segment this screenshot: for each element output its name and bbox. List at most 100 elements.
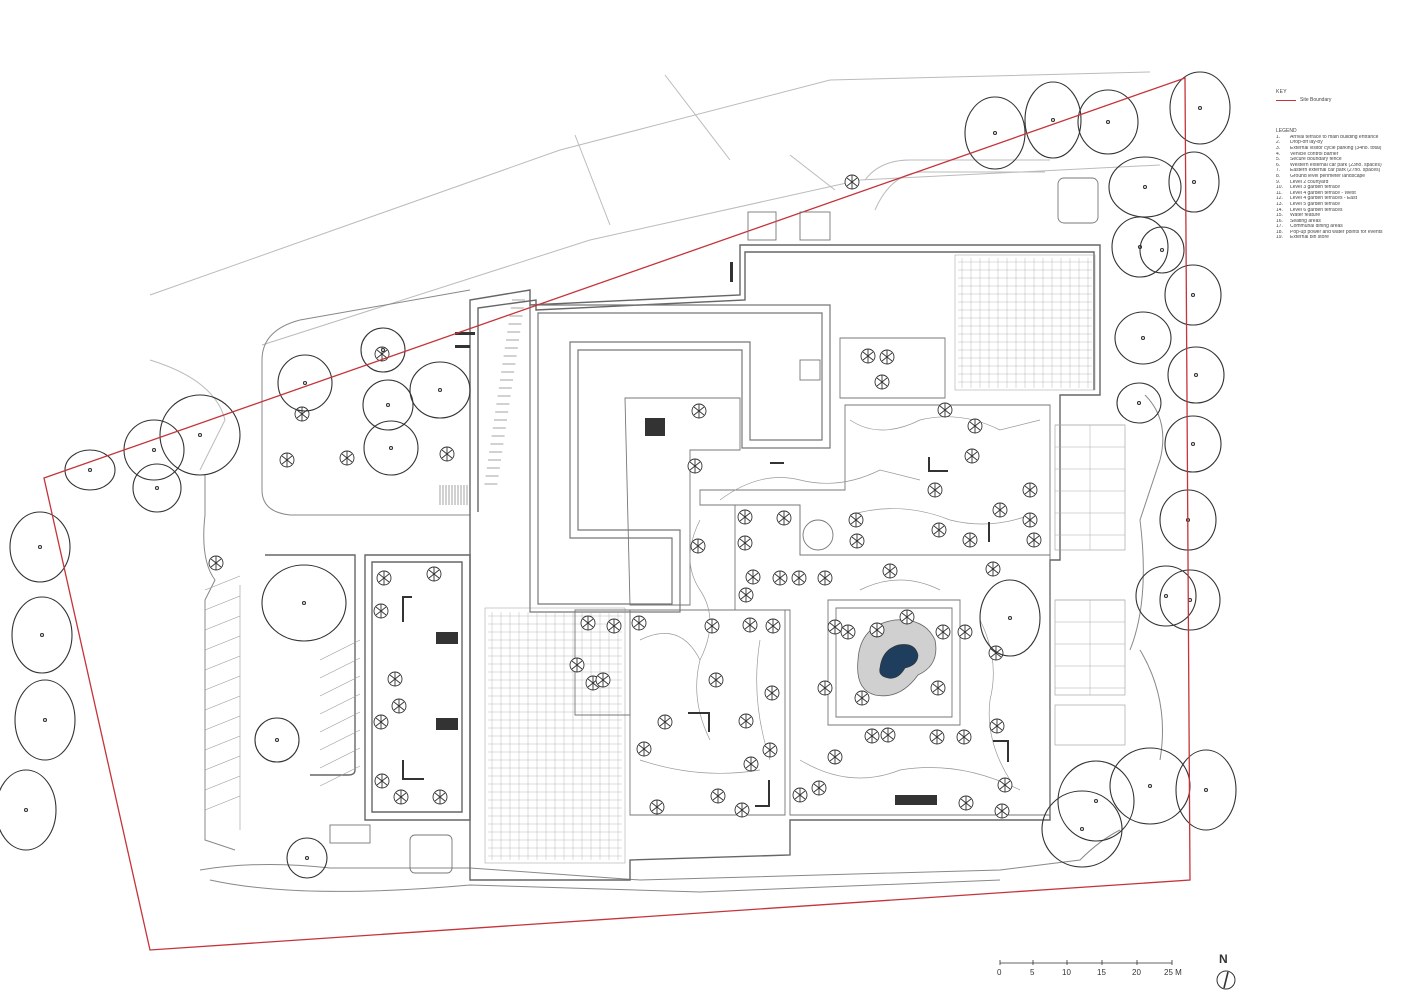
stairs [439,299,525,505]
trunk-dot [1136,400,1142,406]
canopy-outline [1024,81,1082,159]
legend-list: 1.Arrival terrace to main building entra… [1276,135,1411,241]
tree-icon [734,802,750,818]
trunk-dot [304,855,310,861]
tree-icon [373,714,389,730]
north-label: N [1219,952,1228,966]
legend-item-number: 16. [1276,218,1283,224]
context-roads [149,71,1161,471]
large-tree-icon [979,579,1041,657]
canopy-outline [277,354,333,412]
large-tree-icon [1159,569,1221,631]
trunk-dot [380,347,386,353]
tree-icon [1022,512,1038,528]
legend-item: 9.Level 2 courtyard [1276,180,1411,186]
tree-icon [636,741,652,757]
tree-icon [708,672,724,688]
trunk-dot [37,544,43,550]
bay-line [204,615,241,631]
tree-icon [294,406,310,422]
trunk-dot [1203,787,1209,793]
tree-icon [957,624,973,640]
legend-item-number: 3. [1276,145,1281,151]
legend-item-label: Water feature [1290,213,1321,219]
legend-item-label: Ground level perimeter landscape [1290,173,1366,179]
canopy-outline [1164,264,1222,326]
large-tree-icon [123,419,185,481]
legend-item-number: 5. [1276,157,1281,163]
tree-icon [374,773,390,789]
canopy-outline [1175,749,1237,831]
trunk-dot [388,445,394,451]
bay-line [204,795,241,811]
trunk-dot [301,600,307,606]
canopy-outline [14,679,76,761]
legend-item-number: 11. [1276,190,1283,196]
trunk-dot [197,432,203,438]
canopy-outline [1114,311,1172,365]
trunk-dot [1190,292,1196,298]
large-tree-icon [362,379,414,431]
trunk-dot [1093,798,1099,804]
tree-icon [880,727,896,743]
trunk-dot [1050,117,1056,123]
key-title: KEY [1276,89,1287,95]
tree-icon [772,570,788,586]
water-feature [857,619,937,697]
tree-icon [811,780,827,796]
bay-line [319,675,361,697]
tree-icon [840,624,856,640]
site-boundary-swatch [1276,99,1296,101]
trunk-dot [1159,247,1165,253]
large-tree-icon [1169,71,1231,145]
canopy-outline [363,420,419,476]
tree-icon [989,718,1005,734]
tree-icon [962,532,978,548]
legend-item: 18.Pop-up power and water points for eve… [1276,230,1411,236]
trunk-dot [1191,179,1197,185]
canopy-outline [964,96,1026,170]
trunk-dot [1079,826,1085,832]
large-tree-icon [261,564,347,642]
large-tree-icon [1114,311,1172,365]
tree-icon [569,657,585,673]
large-tree-icon [1167,346,1225,404]
tree-icon [874,374,890,390]
canopy-outline [254,717,300,763]
bay-line [319,657,361,679]
large-tree-icon [1168,151,1220,213]
large-tree-icon [1116,382,1162,424]
bay-line [204,715,241,731]
tree-icon [864,728,880,744]
legend-item: 2.Drop-off lay-by [1276,140,1411,146]
tree-icon [631,615,647,631]
legend-item-label: External bin store [1290,235,1329,241]
tree-icon [710,788,726,804]
scale-label: 25 M [1164,968,1182,977]
tree-icon [882,563,898,579]
tree-icon [687,458,703,474]
canopy-outline [1041,790,1123,868]
tree-icon [649,799,665,815]
tree-icon [956,729,972,745]
bay-line [204,735,241,751]
legend-item-label: Seating areas [1290,218,1321,224]
tree-icon [985,561,1001,577]
trunk-dot [1142,184,1148,190]
canopy-outline [286,837,328,879]
trunk-dot [1163,593,1169,599]
tree-icon [817,570,833,586]
tree-icon [899,609,915,625]
legend-item: 15.Water feature [1276,213,1411,219]
tree-icon [391,698,407,714]
trunk-dot [87,467,93,473]
legend-item: 4.Vehicle control barrier [1276,152,1411,158]
garden-terraces [574,337,1051,816]
tree-icon [745,569,761,585]
terrace-paths [639,416,1041,791]
scale-label: 15 [1097,968,1106,977]
ancillary-structures [329,177,1099,874]
large-tree-icon [1077,89,1139,155]
legend-item-number: 13. [1276,201,1283,207]
bay-line [204,695,241,711]
